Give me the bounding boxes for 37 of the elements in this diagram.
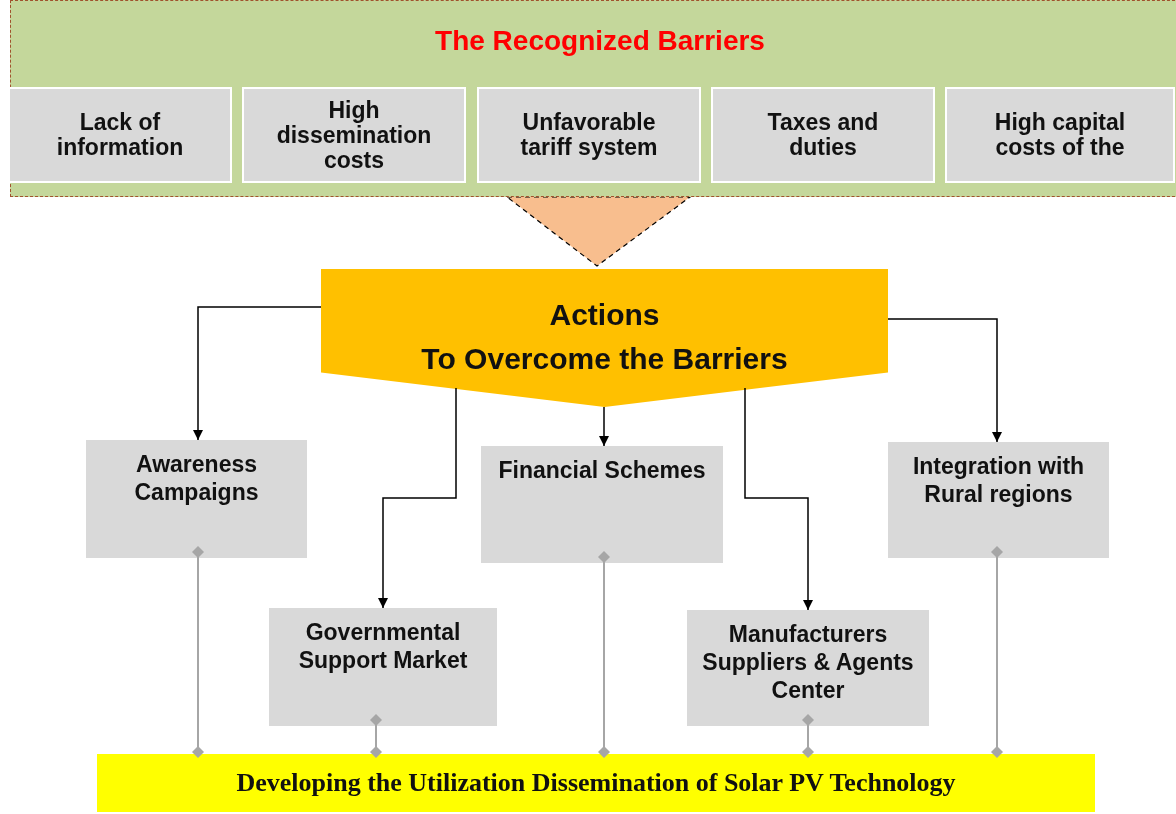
box-label: Lack of information: [55, 110, 185, 160]
connector-line: [192, 546, 204, 758]
barrier-box: [242, 87, 466, 183]
action-box: [888, 442, 1109, 558]
action-box: [269, 608, 497, 726]
panel-title: The Recognized Barriers: [435, 25, 765, 57]
chevron-arrow: [505, 196, 692, 267]
connector-line: [802, 714, 814, 758]
action-box: [687, 610, 929, 726]
box-label: Developing the Utilization Dissemination of Solar PV Technology: [236, 768, 956, 798]
connector-line: [370, 714, 382, 758]
action-box: [86, 440, 307, 558]
box-label: Governmental Support Market: [297, 618, 469, 674]
action-title: Actions: [549, 297, 660, 333]
goal-banner: [97, 754, 1095, 812]
barrier-box: [945, 87, 1175, 183]
box-label: Awareness Campaigns: [133, 450, 260, 506]
box-label: High capital costs of the: [993, 110, 1127, 160]
arrow: [887, 318, 1002, 443]
arrow: [193, 306, 322, 441]
barrier-box: [8, 87, 232, 183]
box-label: Taxes and duties: [766, 110, 880, 160]
arrow: [744, 387, 813, 611]
box-label: Financial Schemes: [498, 456, 706, 484]
barrier-box: [477, 87, 701, 183]
connector-line: [991, 546, 1003, 758]
action-box: [481, 446, 723, 563]
connector-line: [598, 551, 610, 758]
arrow: [599, 406, 609, 447]
barriers-panel: [10, 0, 1176, 197]
arrow: [378, 387, 457, 609]
box-label: High dissemination costs: [275, 97, 433, 173]
box-label: Manufacturers Suppliers & Agents Center: [701, 620, 915, 704]
action-subtitle: To Overcome the Barriers: [421, 341, 788, 377]
box-label: Unfavorable tariff system: [519, 110, 659, 160]
box-label: Integration with Rural regions: [911, 452, 1086, 508]
barrier-box: [711, 87, 935, 183]
